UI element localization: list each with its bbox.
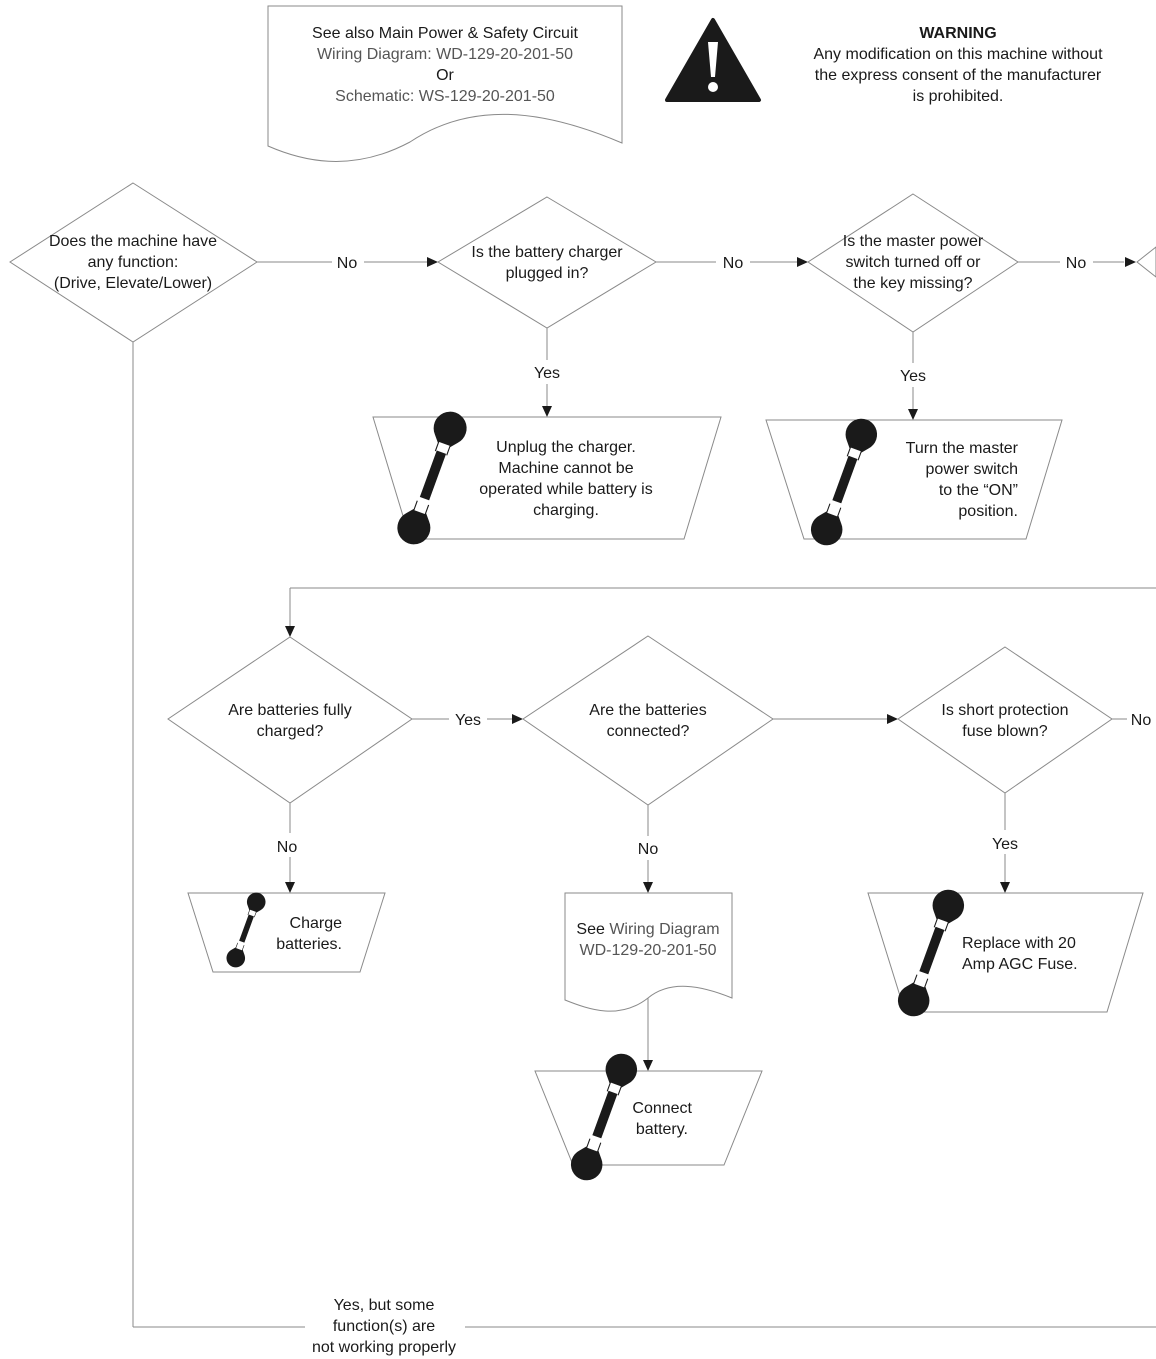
decision-machine-function-line2: any function: (88, 254, 179, 271)
warning-block: WARNING Any modification on this machine… (665, 18, 1103, 105)
decision-charger-plugged-line1: Is the battery charger (471, 244, 623, 261)
decision-fuse-blown-line2: fuse blown? (962, 723, 1047, 740)
edge-label-no: No (638, 841, 659, 858)
wiring-note-line2: WD-129-20-201-50 (580, 942, 717, 959)
decision-master-switch-line1: Is the master power (843, 233, 984, 250)
decision-batteries-charged-line1: Are batteries fully (228, 702, 352, 719)
edge-label-yes: Yes (900, 368, 926, 385)
edge-label-no: No (1131, 712, 1152, 729)
reference-note-line2: Wiring Diagram: WD-129-20-201-50 (317, 46, 573, 63)
action-unplug-charger[interactable]: Unplug the charger. Machine cannot be op… (372, 407, 722, 549)
edge-label-partial-line3: not working properly (312, 1339, 456, 1356)
decision-machine-function-line1: Does the machine have (49, 233, 217, 250)
wiring-note-diagram-name: Wiring Diagram (609, 921, 719, 938)
action-unplug-charger-line4: charging. (533, 502, 599, 519)
action-replace-fuse[interactable]: Replace with 20 Amp AGC Fuse. (867, 885, 1144, 1021)
decision-charger-plugged[interactable]: Is the battery charger plugged in? (437, 196, 657, 329)
action-turn-switch-on[interactable]: Turn the master power switch to the “ON”… (765, 414, 1063, 550)
arrowheads (285, 257, 1136, 1071)
edge-label-yes: Yes (455, 712, 481, 729)
action-unplug-charger-line2: Machine cannot be (498, 460, 633, 477)
action-replace-fuse-line1: Replace with 20 (962, 935, 1076, 952)
decision-fuse-blown-line1: Is short protection (941, 702, 1068, 719)
wiring-note-line1: See Wiring Diagram (576, 921, 719, 938)
decision-batteries-connected-line1: Are the batteries (589, 702, 706, 719)
edge-label-no: No (337, 255, 358, 272)
decision-batteries-connected[interactable]: Are the batteries connected? (522, 635, 774, 806)
action-turn-switch-on-line2: power switch (926, 461, 1018, 478)
decision-machine-function-line3: (Drive, Elevate/Lower) (54, 275, 212, 292)
decision-batteries-charged[interactable]: Are batteries fully charged? (167, 636, 413, 804)
edge-label-no: No (723, 255, 744, 272)
decision-batteries-connected-line2: connected? (607, 723, 690, 740)
warning-line3: is prohibited. (913, 88, 1004, 105)
action-connect-battery-line1: Connect (632, 1100, 692, 1117)
edge-label-yes: Yes (992, 836, 1018, 853)
decision-machine-function[interactable]: Does the machine have any function: (Dri… (9, 182, 258, 343)
warning-triangle-icon (665, 18, 761, 102)
decision-charger-plugged-line2: plugged in? (506, 265, 589, 282)
edge-labels: No No No Yes Yes Yes No No Yes No Yes, b… (277, 255, 1152, 1356)
decision-master-switch[interactable]: Is the master power switch turned off or… (807, 193, 1019, 333)
warning-line1: Any modification on this machine without (813, 46, 1103, 63)
wiring-diagram-note[interactable]: See Wiring Diagram WD-129-20-201-50 (564, 892, 733, 1012)
action-turn-switch-on-line3: to the “ON” (939, 482, 1018, 499)
action-charge-batteries-line2: batteries. (276, 936, 342, 953)
warning-line2: the express consent of the manufacturer (815, 67, 1102, 84)
edge-label-partial-line1: Yes, but some (334, 1297, 435, 1314)
connectors (132, 261, 1156, 1328)
reference-note: See also Main Power & Safety Circuit Wir… (267, 5, 623, 162)
action-turn-switch-on-line4: position. (958, 503, 1018, 520)
decision-batteries-charged-line2: charged? (257, 723, 324, 740)
action-charge-batteries[interactable]: Charge batteries. (187, 889, 386, 973)
offpage-decision (1136, 246, 1156, 278)
wiring-note-see: See (576, 921, 605, 938)
action-connect-battery[interactable]: Connect battery. (534, 1049, 763, 1185)
decision-master-switch-line3: the key missing? (853, 275, 972, 292)
edge-label-yes: Yes (534, 365, 560, 382)
action-turn-switch-on-line1: Turn the master (906, 440, 1019, 457)
edge-label-no: No (1066, 255, 1087, 272)
action-unplug-charger-line1: Unplug the charger. (496, 439, 636, 456)
warning-title: WARNING (919, 25, 996, 42)
reference-note-line1: See also Main Power & Safety Circuit (312, 25, 578, 42)
action-unplug-charger-line3: operated while battery is (479, 481, 652, 498)
reference-note-line3: Or (436, 67, 454, 84)
decision-fuse-blown[interactable]: Is short protection fuse blown? (897, 646, 1113, 794)
edge-label-no: No (277, 839, 298, 856)
decision-master-switch-line2: switch turned off or (846, 254, 982, 271)
action-replace-fuse-line2: Amp AGC Fuse. (962, 956, 1078, 973)
reference-note-line4: Schematic: WS-129-20-201-50 (335, 88, 555, 105)
edge-label-partial-line2: function(s) are (333, 1318, 435, 1335)
action-charge-batteries-line1: Charge (290, 915, 343, 932)
action-connect-battery-line2: battery. (636, 1121, 688, 1138)
